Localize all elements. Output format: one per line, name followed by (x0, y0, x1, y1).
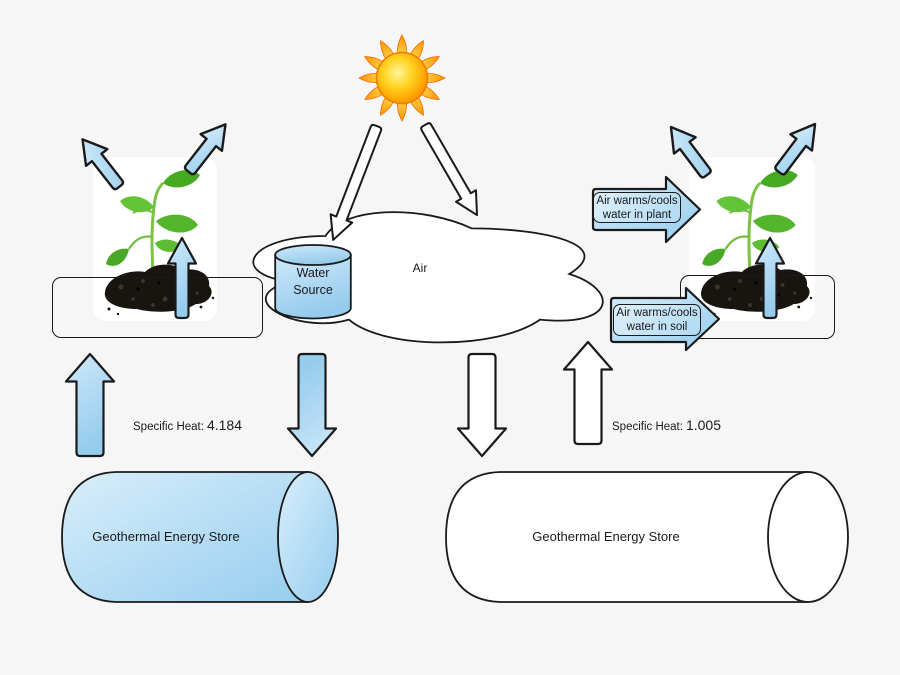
callout-soil-label: Air warms/cools water in soil (613, 304, 701, 336)
callout-plant-line2: water in plant (602, 209, 672, 221)
air-label: Air (412, 261, 428, 275)
store-left-label: Geothermal Energy Store (92, 529, 240, 544)
water-source-line1: Water (296, 266, 330, 280)
store-right-cylinder (445, 471, 849, 603)
soil-water-up-arrow-right (755, 236, 785, 320)
water-source-line2: Source (293, 282, 333, 297)
store-right-label: Geothermal Energy Store (532, 529, 680, 544)
callout-plant-label: Air warms/cools water in plant (593, 192, 681, 223)
sun-icon (358, 34, 446, 122)
callout-plant-line1: Air warms/cools (596, 195, 678, 207)
specific-heat-right-value: 1.005 (685, 417, 721, 433)
specific-heat-left-label: Specific Heat: (133, 421, 204, 433)
specific-heat-right-label: Specific Heat: (612, 421, 683, 433)
callout-soil-line1: Air warms/cools (616, 307, 698, 319)
transpiration-arrow-right-2 (766, 113, 828, 182)
heat-up-arrow-left (64, 352, 116, 458)
plant-photo-right (689, 157, 815, 321)
store-left-cylinder (61, 471, 339, 603)
heat-down-arrow-left (286, 352, 338, 458)
heat-up-arrow-right (562, 340, 614, 446)
soil-water-up-arrow-left (167, 236, 197, 320)
specific-heat-left-value: 4.184 (206, 417, 242, 433)
water-source-label: Water Source (274, 265, 352, 298)
specific-heat-right: Specific Heat:1.005 (612, 417, 721, 433)
transpiration-arrow-left-2 (175, 114, 238, 183)
water-source-cylinder (274, 244, 352, 320)
heat-down-arrow-right (456, 352, 508, 458)
soil-container-left (52, 277, 263, 338)
specific-heat-left: Specific Heat:4.184 (133, 417, 242, 433)
callout-soil-line2: water in soil (626, 321, 688, 333)
